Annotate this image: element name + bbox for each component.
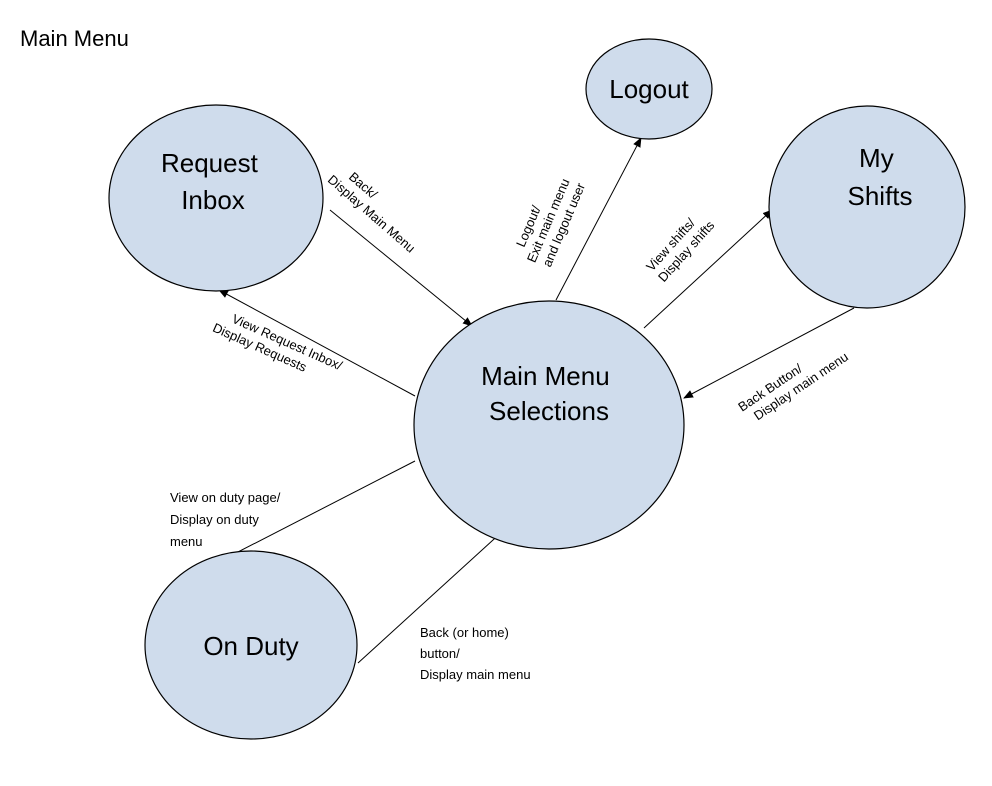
- node-my-shifts-label: My Shifts: [847, 143, 912, 211]
- node-main-menu-selections: Main Menu Selections: [413, 300, 685, 550]
- edge-label-view-on-duty: View on duty page/ Display on duty menu: [170, 490, 284, 549]
- node-request-inbox: Request Inbox: [108, 104, 324, 292]
- edge-label-back-from-shifts: Back Button/ Display main menu: [735, 336, 851, 428]
- edge-label-logout: Logout/ Exit main menu and logout user: [509, 167, 589, 271]
- edge-back-from-on-duty: [357, 529, 505, 664]
- node-on-duty-label: On Duty: [203, 631, 298, 661]
- node-main-menu-selections-label: Main Menu Selections: [481, 361, 617, 426]
- node-logout-label: Logout: [609, 74, 689, 104]
- node-on-duty-shape: [144, 550, 358, 740]
- node-main-menu-selections-shape: [413, 300, 685, 550]
- node-logout: Logout: [585, 38, 713, 140]
- node-request-inbox-label: Request Inbox: [161, 148, 265, 215]
- diagram-title: Main Menu: [20, 26, 129, 51]
- edge-back-from-shifts: [683, 307, 855, 399]
- edge-label-view-shifts: View shifts/ Display shifts: [643, 207, 718, 285]
- edge-view-shifts: [643, 209, 773, 329]
- node-logout-shape: [585, 38, 713, 140]
- edge-logout: [555, 137, 642, 301]
- edge-label-back-to-main-from-inbox: Back/ Display Main Menu: [325, 160, 429, 256]
- edge-back-to-main-from-inbox: [329, 209, 473, 327]
- node-my-shifts-shape: [768, 105, 966, 309]
- node-my-shifts: My Shifts: [768, 105, 966, 309]
- edge-label-view-request-inbox: View Request Inbox/ Display Requests: [210, 305, 347, 389]
- edge-label-back-from-on-duty: Back (or home) button/ Display main menu: [420, 625, 531, 682]
- node-on-duty: On Duty: [144, 550, 358, 740]
- node-request-inbox-shape: [108, 104, 324, 292]
- edges: [200, 137, 855, 664]
- edge-view-request-inbox: [218, 289, 416, 397]
